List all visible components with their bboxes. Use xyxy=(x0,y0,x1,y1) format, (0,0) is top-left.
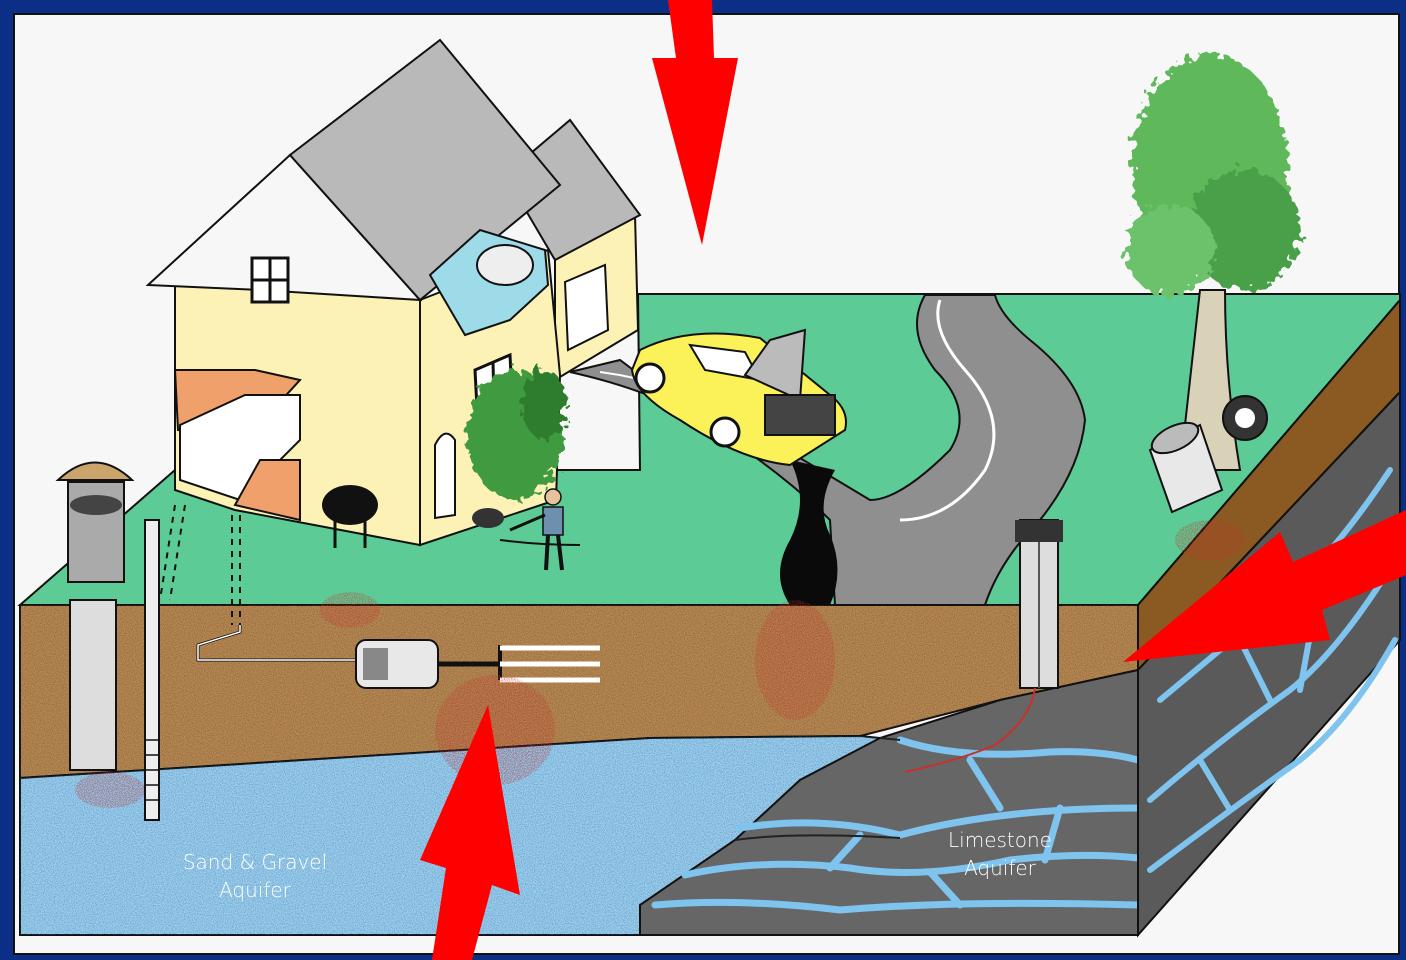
shrub-icon xyxy=(467,370,567,500)
limestone-fractures xyxy=(651,736,1142,914)
tire-icon xyxy=(1222,395,1268,441)
arrows xyxy=(420,0,1406,960)
oil-spill xyxy=(780,460,838,605)
sand-gravel-aquifer-label: Sand & Gravel Aquifer xyxy=(140,848,370,904)
sand-gravel-label-line1: Sand & Gravel xyxy=(182,850,328,874)
arrow-up-icon xyxy=(420,705,520,960)
well-icon xyxy=(55,461,160,821)
barrel-icon xyxy=(1148,421,1224,514)
sand-gravel-label-line2: Aquifer xyxy=(219,878,291,902)
house-icon xyxy=(145,38,642,547)
car-icon xyxy=(630,328,847,467)
arrow-left-icon xyxy=(1123,510,1406,662)
soil-texture xyxy=(20,605,1138,778)
septic-tank-icon xyxy=(196,625,600,689)
person-mowing-icon xyxy=(472,488,581,571)
limestone-aquifer-label: Limestone Aquifer xyxy=(900,826,1100,882)
septic-lines xyxy=(159,504,241,625)
limestone-label-line2: Aquifer xyxy=(964,856,1036,880)
limestone-cracks xyxy=(734,737,901,841)
attic-object-icon xyxy=(476,244,534,286)
limestone-label-line1: Limestone xyxy=(948,828,1052,852)
grill-icon xyxy=(322,485,378,548)
road-center-line xyxy=(899,299,996,522)
side-limestone-face xyxy=(1137,389,1401,938)
storm-drain-icon xyxy=(904,519,1063,773)
arrow-down-icon xyxy=(652,0,738,245)
